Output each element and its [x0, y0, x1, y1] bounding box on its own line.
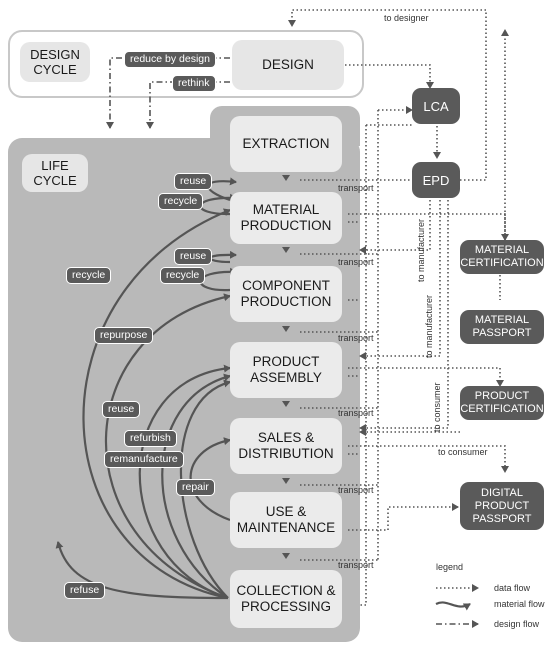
repair-arc: [189, 437, 231, 522]
repurpose-tag: repurpose: [94, 327, 154, 344]
legend-design-flow: design flow: [494, 619, 540, 629]
stage-collection-processing[interactable]: COLLECTION & PROCESSING: [230, 570, 342, 628]
repurpose-arc: [104, 293, 231, 600]
refuse-arc: [55, 541, 229, 600]
life-cycle-label: LIFE CYCLE: [22, 154, 88, 192]
transport-label-1: transport: [338, 183, 374, 193]
recycle-tag-component: recycle: [160, 267, 206, 284]
to-consumer-label-1: to consumer: [432, 382, 442, 432]
stage-material-production[interactable]: MATERIAL PRODUCTION: [230, 192, 342, 244]
design-cycle-label: DESIGN CYCLE: [20, 42, 90, 82]
stage-component-production[interactable]: COMPONENT PRODUCTION: [230, 266, 342, 322]
remanufacture-tag: remanufacture: [104, 451, 184, 468]
reuse-tag-assembly: reuse: [102, 401, 141, 418]
stage-sales-distribution[interactable]: SALES & DISTRIBUTION: [230, 418, 342, 474]
material-certification-box[interactable]: MATERIAL CERTIFICATION: [460, 240, 544, 274]
refurbish-tag: refurbish: [124, 430, 177, 447]
legend-data-flow: data flow: [494, 583, 531, 593]
recycle-tag-material: recycle: [158, 193, 204, 210]
legend-title: legend: [436, 562, 464, 572]
reuse-loop-component: [209, 250, 237, 264]
digital-product-passport-box[interactable]: DIGITAL PRODUCT PASSPORT: [460, 482, 544, 530]
reduce-by-design-tag: reduce by design: [124, 51, 216, 68]
stage-product-assembly[interactable]: PRODUCT ASSEMBLY: [230, 342, 342, 398]
rethink-tag: rethink: [172, 75, 216, 92]
to-consumer-label-2: to consumer: [438, 447, 488, 457]
stage-use-maintenance[interactable]: USE & MAINTENANCE: [230, 492, 342, 548]
design-box[interactable]: DESIGN: [232, 40, 344, 90]
reuse-tag-material: reuse: [174, 173, 213, 190]
recycle-arc-long: [82, 208, 231, 600]
recycle-tag-long: recycle: [66, 267, 112, 284]
transport-label-5: transport: [338, 485, 374, 495]
remanufacture-arc: [179, 379, 231, 599]
lca-box[interactable]: LCA: [412, 88, 460, 124]
repair-tag: repair: [176, 479, 215, 496]
to-manufacturer-label-2: to manufacturer: [424, 294, 434, 358]
stage-extraction[interactable]: EXTRACTION: [230, 116, 342, 172]
transport-label-6: transport: [338, 560, 374, 570]
refuse-tag: refuse: [64, 582, 106, 599]
reuse-tag-component: reuse: [174, 248, 213, 265]
reuse-arc-assembly: [138, 364, 231, 600]
transport-label-4: transport: [338, 408, 374, 418]
material-passport-box[interactable]: MATERIAL PASSPORT: [460, 310, 544, 344]
to-designer-label: to designer: [384, 13, 429, 23]
transport-label-3: transport: [338, 333, 374, 343]
product-certification-box[interactable]: PRODUCT CERTIFICATION: [460, 386, 544, 420]
to-manufacturer-label-1: to manufacturer: [416, 218, 426, 282]
legend-material-flow: material flow: [494, 599, 545, 609]
epd-box[interactable]: EPD: [412, 162, 460, 198]
refurbish-arc: [161, 373, 231, 599]
transport-label-2: transport: [338, 257, 374, 267]
